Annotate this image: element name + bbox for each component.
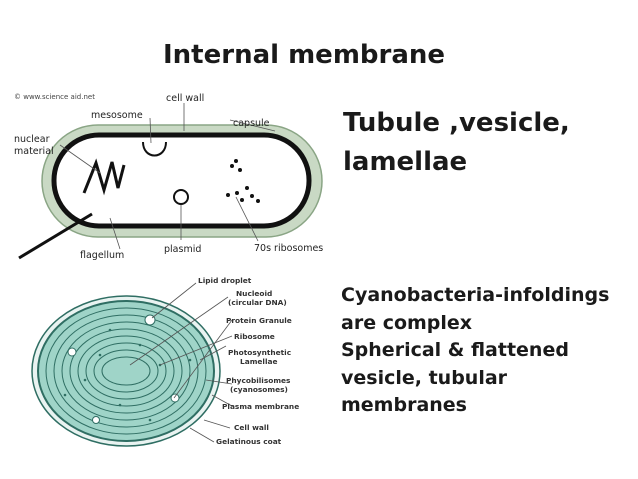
label-phycobilisomes: Phycobilisomes: [226, 376, 291, 385]
label-nuclear: nuclear: [14, 134, 50, 145]
photosynthetic-lamellae-shape: [45, 307, 207, 435]
subtitle-line: lamellae: [343, 147, 468, 177]
note-line: membranes: [341, 394, 467, 416]
label-material: material: [14, 146, 54, 157]
note-line: are complex: [341, 311, 473, 334]
flagellum-shape: [18, 212, 93, 260]
label-plasmid: plasmid: [164, 244, 201, 255]
label-protein-granule: Protein Granule: [226, 316, 292, 325]
subtitle: Tubule ,vesicle, lamellae: [343, 104, 633, 182]
label-capsule: capsule: [233, 118, 270, 129]
plasmid-shape: [173, 189, 189, 205]
cyanobacterium-leader-lines: [129, 282, 233, 443]
slide-title: Internal membrane: [163, 40, 446, 70]
label-gelatinous-coat: Gelatinous coat: [216, 437, 282, 446]
nuclear-material-shape: [82, 158, 126, 196]
label-ribosome: Ribosome: [234, 332, 275, 341]
bacterium-diagram: mesosome cell wall capsule nuclear mater…: [14, 93, 323, 261]
label-cyanosomes: (cyanosomes): [230, 385, 288, 394]
label-70s-ribosomes: 70s ribosomes: [254, 243, 323, 254]
cyanobacteria-notes: Cyanobacteria-infoldings are complex Sph…: [341, 282, 636, 420]
label-nucleoid: Nucleoid: [236, 289, 272, 298]
label-plasma-membrane: Plasma membrane: [222, 402, 299, 411]
label-photosynthetic: Photosynthetic: [228, 348, 291, 357]
cyanobacterium-diagram: Lipid droplet Nucleoid (circular DNA) Pr…: [31, 276, 299, 447]
label-mesosome: mesosome: [91, 110, 143, 121]
label-lamellae: Lamellae: [240, 357, 277, 366]
subtitle-line: Tubule ,vesicle,: [343, 108, 570, 138]
ribosome-dots: [226, 159, 260, 203]
note-line: Cyanobacteria-infoldings: [341, 284, 610, 306]
label-cell-wall-cyano: Cell wall: [234, 423, 269, 432]
cell-wall-shape: [51, 132, 312, 229]
label-flagellum: flagellum: [80, 250, 124, 261]
copyright-text: © www.science aid.net: [14, 93, 95, 101]
label-nucleoid-sub: (circular DNA): [228, 298, 287, 307]
note-line: Spherical & flattened: [341, 339, 569, 361]
mesosome-shape: [142, 141, 167, 157]
label-lipid-droplet: Lipid droplet: [198, 276, 252, 285]
note-line: vesicle, tubular: [341, 366, 508, 389]
bacterium-leader-lines: [59, 103, 276, 250]
ribosome-specks: [63, 328, 192, 422]
label-cell-wall: cell wall: [166, 93, 204, 104]
